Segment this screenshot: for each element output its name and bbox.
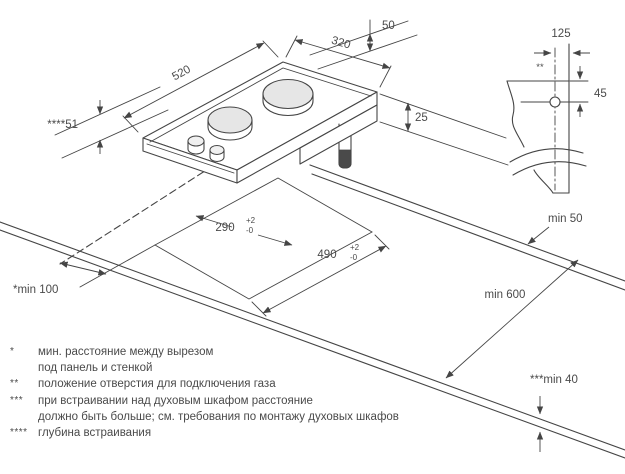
dim-490-label: 490: [317, 249, 336, 261]
detail-ragged-left-edge: [506, 80, 525, 148]
footnote-marker: ****: [10, 427, 28, 439]
counter-back-edge-bottom: [311, 173, 625, 291]
dim-490-tol-minus: -0: [350, 253, 358, 262]
dim-490-ext-1: [251, 301, 267, 317]
burner-left-top: [207, 106, 253, 134]
footnote-text: глубина встраивания: [38, 427, 152, 440]
dim-290-label: 290: [215, 222, 234, 234]
dim-25-label: 25: [415, 112, 428, 124]
dim-45: 45: [569, 66, 607, 117]
dim-50: 50: [309, 19, 418, 70]
dim-320-label: 320: [330, 35, 352, 52]
dim-25: 25: [404, 102, 428, 132]
dim-290-arrow-right: [257, 234, 293, 246]
footnote-marker: ***: [10, 394, 24, 406]
dim-125: 125 **: [534, 28, 590, 73]
dim-520-label: 520: [170, 64, 193, 84]
footnote-row: должно быть больше; см. требования по мо…: [10, 409, 615, 425]
dim-290: 290 +2 -0: [195, 215, 293, 246]
gas-connection-detail: 125 ** 45: [506, 28, 607, 194]
knob-2-top: [209, 145, 225, 155]
gas-projection-line-upper: [379, 93, 507, 139]
dim-50-label: 50: [382, 20, 395, 32]
control-knob-2: [209, 145, 225, 163]
footnote-marker: *: [10, 346, 15, 357]
knob-2-side: [209, 149, 225, 163]
footnote-marker: **: [10, 378, 19, 390]
dim-320: 320: [285, 35, 392, 88]
footnote-row: ** положение отверстия для подключения г…: [10, 376, 615, 392]
dim-51-label: ****51: [47, 119, 78, 131]
min100-ext: [79, 244, 156, 288]
dim-45-label: 45: [594, 88, 607, 100]
footnote-text: положение отверстия для подключения газа: [38, 378, 276, 391]
footnote-text: должно быть больше; см. требования по мо…: [38, 410, 399, 423]
wall-line-dashed: [59, 159, 223, 265]
dim-290-tol-plus: +2: [246, 216, 256, 225]
min50-leader: [527, 226, 550, 245]
dim-min50: min 50: [527, 213, 583, 245]
knob-1-top: [187, 135, 205, 147]
cooktop-tub: [299, 104, 378, 165]
control-knob-1: [187, 135, 205, 155]
dim-min40: ***min 40: [530, 374, 578, 452]
counter-front-edge-top: [0, 221, 625, 451]
burner-left-side: [207, 119, 253, 141]
footnote-marker: [10, 360, 38, 376]
dim-490-line: [262, 245, 387, 314]
dim-320-ext-1: [285, 35, 298, 58]
dim-51: ****51: [47, 86, 169, 159]
footnote-text: мин. расстояние между вырезом: [38, 346, 214, 358]
dim-520-ext-1: [122, 115, 139, 133]
min100-line: [59, 261, 107, 276]
dim-51-ref-2: [61, 109, 169, 159]
footnote-row: *** при встраивании над духовым шкафом р…: [10, 393, 615, 409]
footnote-row: под панель и стенкой: [10, 360, 615, 376]
gas-projection-line-lower: [379, 121, 509, 166]
dim-490: 490 +2 -0: [251, 234, 390, 317]
dim-290-tol-minus: -0: [246, 226, 254, 235]
dim-320-ext-2: [379, 65, 392, 88]
burner-right-top: [262, 78, 314, 110]
dim-50-ref-2: [317, 34, 418, 70]
min100-label: *min 100: [13, 284, 58, 296]
min600-line: [445, 259, 579, 379]
dim-520-ext-2: [262, 40, 279, 58]
gas-hole-marker: **: [536, 62, 544, 73]
footnote-row: * мин. расстояние между вырезом: [10, 344, 615, 360]
dim-490-tol-plus: +2: [350, 243, 360, 252]
dim-min100: *min 100: [13, 244, 156, 296]
dimensions: 520 320 50 ****51 25: [13, 19, 583, 452]
footnotes: * мин. расстояние между вырезом под пане…: [10, 344, 615, 441]
gas-hole: [549, 96, 561, 108]
gas-pipe-end-band: [338, 149, 352, 169]
dim-520-line: [123, 42, 265, 119]
dim-50-ref-1: [309, 20, 409, 56]
burner-right: [262, 78, 314, 117]
cutout-outline: [154, 177, 373, 300]
footnote-row: **** глубина встраивания: [10, 425, 615, 441]
detail-left-edge-lower: [533, 169, 554, 194]
dim-320-line: [294, 39, 391, 69]
min600-label: min 600: [485, 289, 526, 301]
dim-490-ext-2: [374, 234, 390, 250]
dim-290-arrow-left: [195, 215, 233, 228]
worktop-cutout: [154, 177, 373, 300]
glass-bevel-front: [146, 143, 235, 174]
dim-51-ref-1: [54, 86, 161, 136]
cooktop: [142, 61, 378, 184]
min40-label: ***min 40: [530, 374, 578, 386]
footnote-text: при встраивании над духовым шкафом расст…: [38, 394, 313, 407]
dim-125-label: 125: [551, 28, 570, 40]
detail-break-arc-2: [512, 161, 587, 176]
footnote-marker: [10, 409, 38, 425]
footnote-text: под панель и стенкой: [38, 362, 153, 375]
detail-break-arc-1: [509, 148, 584, 163]
knob-1-side: [187, 140, 205, 155]
gas-pipe: [338, 123, 352, 169]
min50-label: min 50: [548, 213, 583, 225]
dim-min600: min 600: [445, 259, 579, 379]
